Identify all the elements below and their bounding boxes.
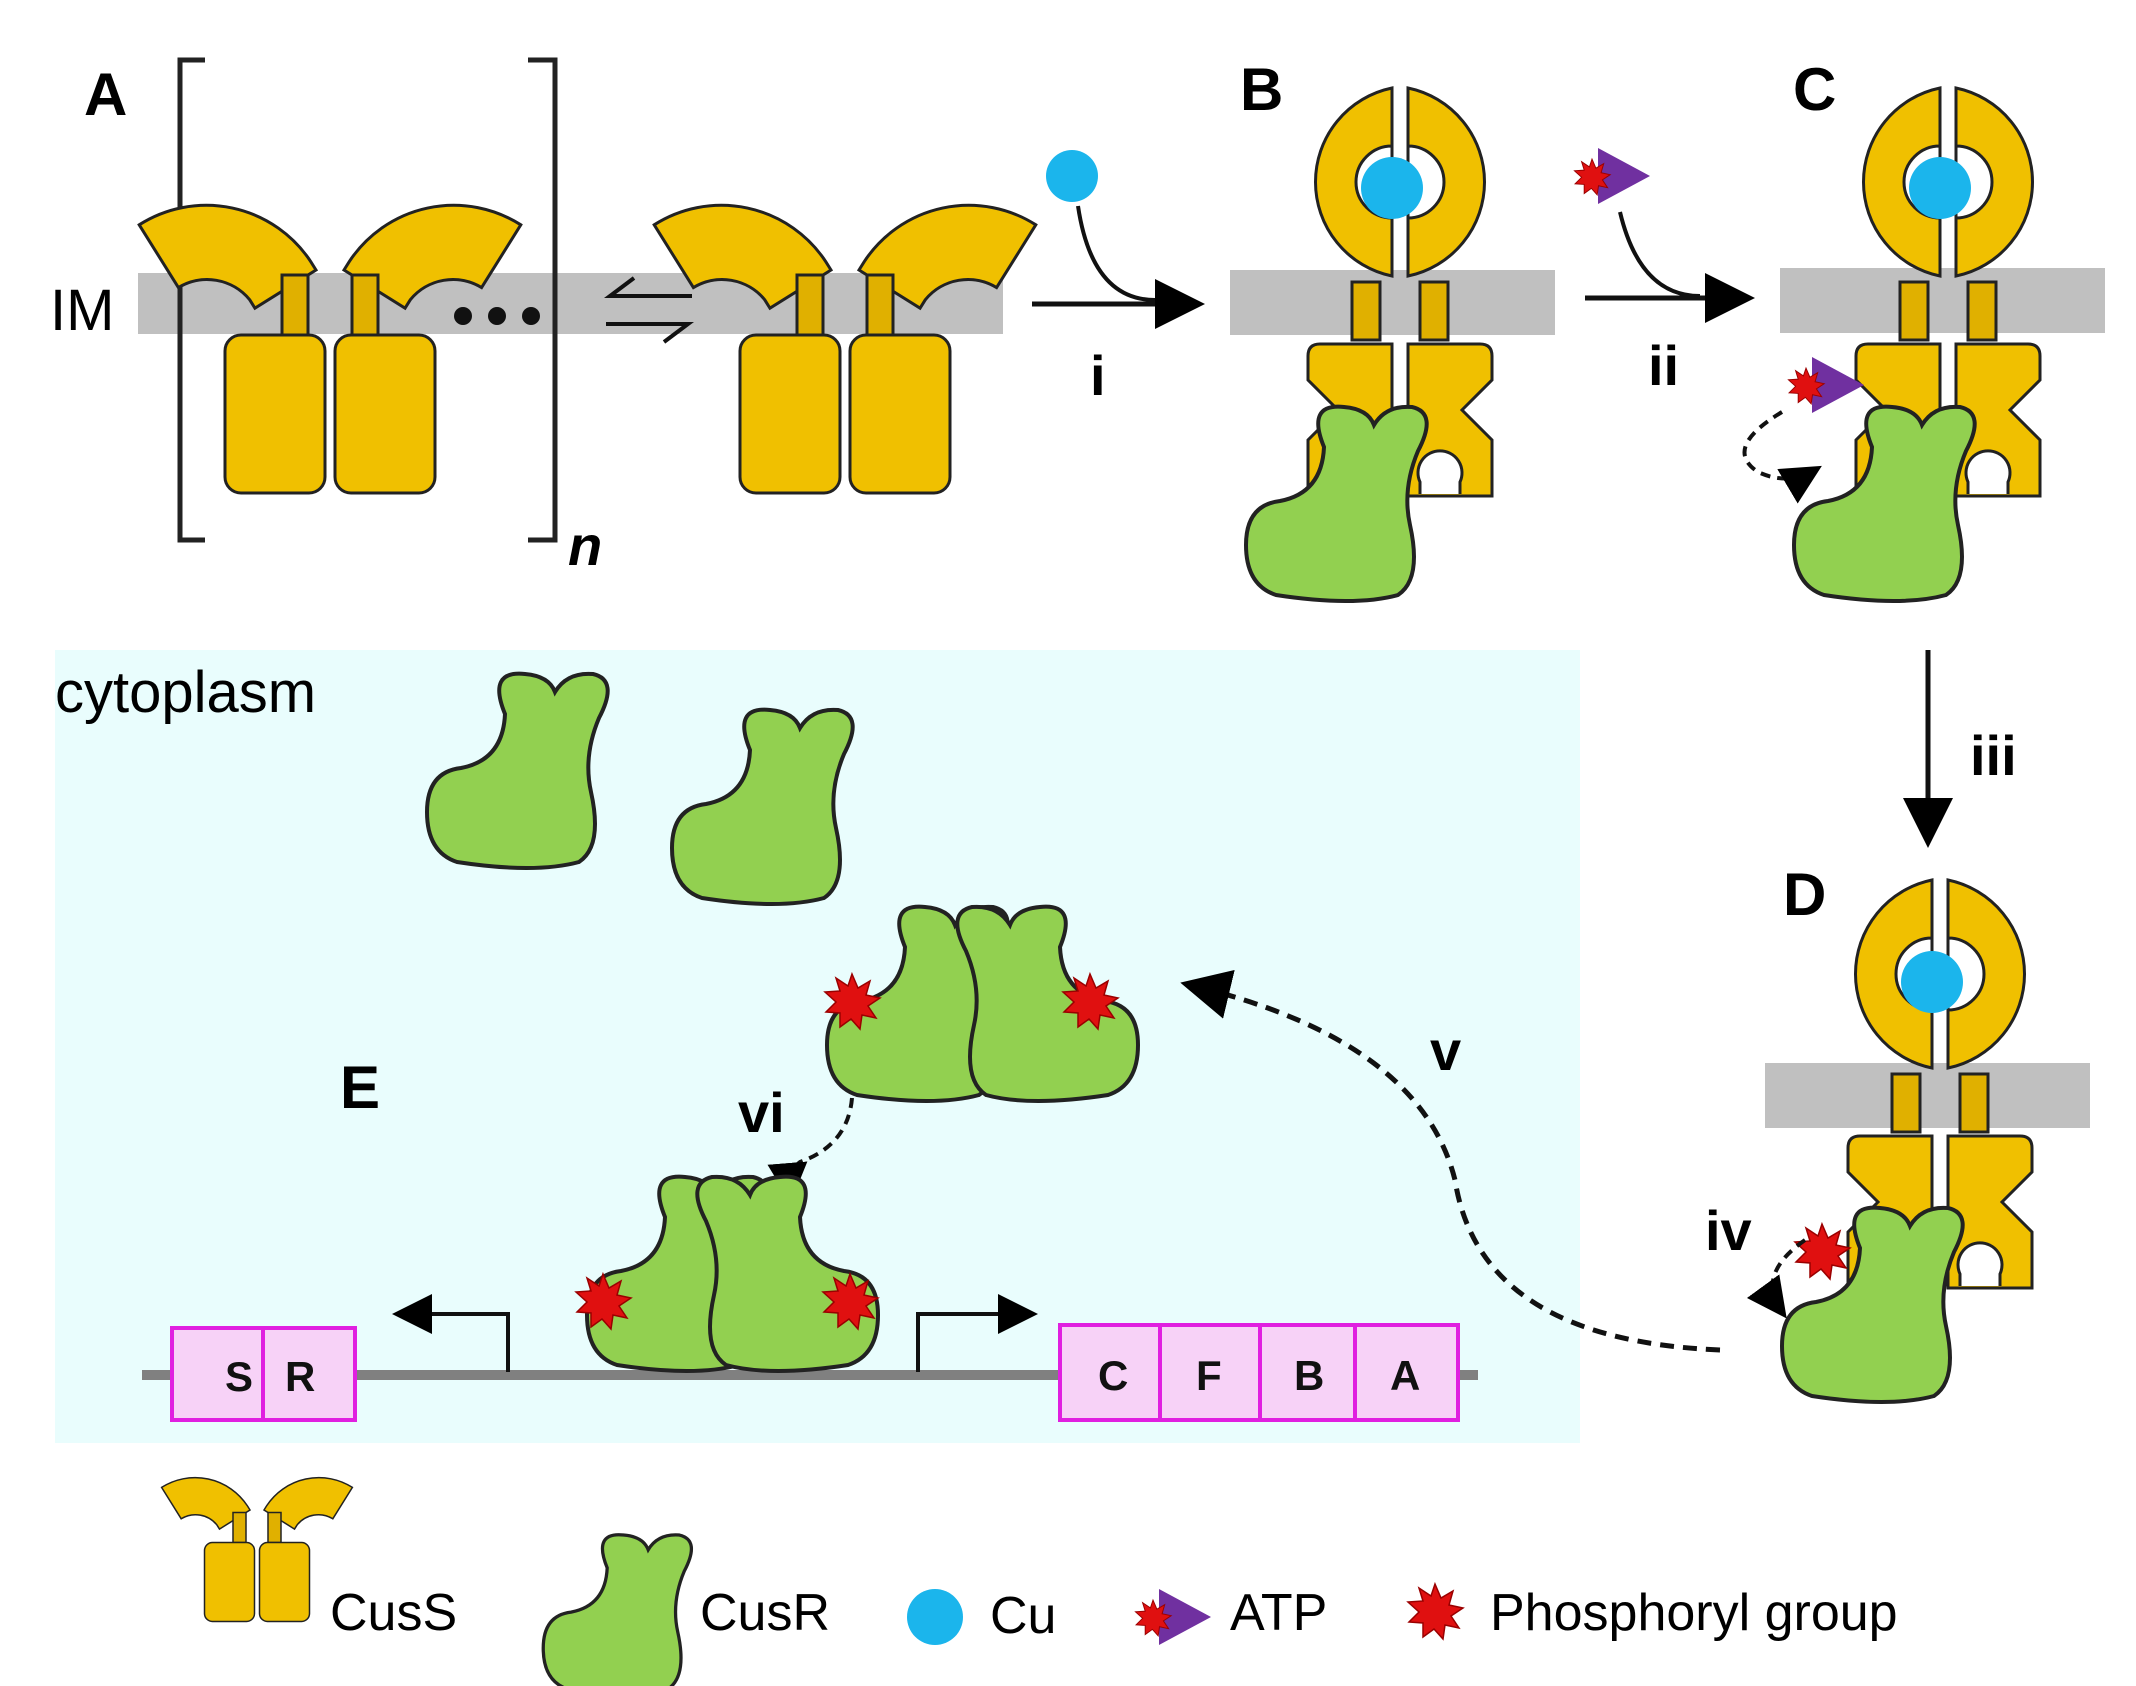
cusr-free-2	[670, 707, 855, 906]
atp-binding-curve	[1618, 211, 1701, 298]
membrane-b	[1230, 270, 1555, 335]
legend-cusr-icon	[541, 1533, 694, 1686]
cu-ion-bound-c	[1909, 157, 1971, 219]
panel-label-d: D	[1783, 861, 1826, 928]
membrane-d	[1765, 1063, 2090, 1128]
step-label-vi: vi	[738, 1081, 785, 1144]
legend: CusS CusR Cu ATP Phosphoryl group	[162, 1454, 1898, 1686]
gene-label-r: R	[285, 1353, 315, 1400]
cusr-dimer-dna-bound	[575, 1174, 880, 1373]
step-label-iv: iv	[1705, 1199, 1752, 1262]
step-v-curve	[1180, 970, 1721, 1353]
step-label-iii: iii	[1970, 724, 2017, 787]
right-bracket	[528, 57, 558, 543]
cu-ion-bound-b	[1361, 157, 1423, 219]
atp-bound-c	[1788, 357, 1864, 413]
legend-cuss-icon	[162, 1454, 353, 1621]
legend-phosphoryl-label: Phosphoryl group	[1490, 1584, 1898, 1642]
atp-incoming	[1574, 148, 1650, 204]
oligomer-subscript: n	[568, 514, 602, 577]
panel-label-b: B	[1240, 56, 1283, 123]
panel-label-a: A	[84, 61, 127, 128]
legend-atp-icon	[1135, 1589, 1211, 1645]
legend-atp-label: ATP	[1230, 1584, 1327, 1642]
phosphoryl-on-cuss-d	[1794, 1223, 1851, 1280]
step-label-i: i	[1090, 344, 1106, 407]
phosphotransfer-curve-d	[1746, 1238, 1807, 1319]
legend-phosphoryl-icon	[1407, 1583, 1464, 1640]
membrane-c	[1780, 268, 2105, 333]
cu-ion-incoming	[1046, 150, 1098, 202]
equilibrium-arrows	[604, 276, 694, 344]
panel-label-e: E	[340, 1054, 380, 1121]
gene-cluster-left: S R	[170, 1326, 357, 1422]
gene-cluster-right: C F B A	[1058, 1323, 1460, 1422]
membrane-label: IM	[50, 278, 114, 343]
promoter-arrow-left	[392, 1294, 510, 1372]
gene-label-s: S	[225, 1353, 253, 1400]
legend-cu-icon	[907, 1589, 963, 1645]
cu-binding-curve	[1076, 205, 1156, 302]
panel-label-c: C	[1793, 56, 1836, 123]
cusr-dimer-phosphorylated	[824, 904, 1140, 1103]
cu-ion-bound-d	[1901, 951, 1963, 1013]
gene-label-a: A	[1390, 1352, 1420, 1399]
gene-label-b: B	[1294, 1352, 1324, 1399]
cusr-free-1	[425, 671, 610, 870]
promoter-arrow-right	[916, 1294, 1038, 1372]
cusr-docked-c	[1792, 404, 1977, 603]
cytoplasm-label: cytoplasm	[55, 660, 316, 725]
step-label-v: v	[1430, 1019, 1461, 1082]
legend-cusr-label: CusR	[700, 1584, 830, 1642]
legend-cu-label: Cu	[990, 1587, 1056, 1645]
step-label-ii: ii	[1648, 334, 1679, 397]
left-bracket	[177, 57, 205, 543]
legend-cuss-label: CusS	[330, 1584, 457, 1642]
ellipsis-dots	[454, 307, 540, 325]
phosphotransfer-curve-c	[1742, 410, 1822, 504]
cusr-docked-b	[1244, 404, 1429, 603]
gene-label-c: C	[1098, 1352, 1128, 1399]
gene-label-f: F	[1196, 1352, 1222, 1399]
